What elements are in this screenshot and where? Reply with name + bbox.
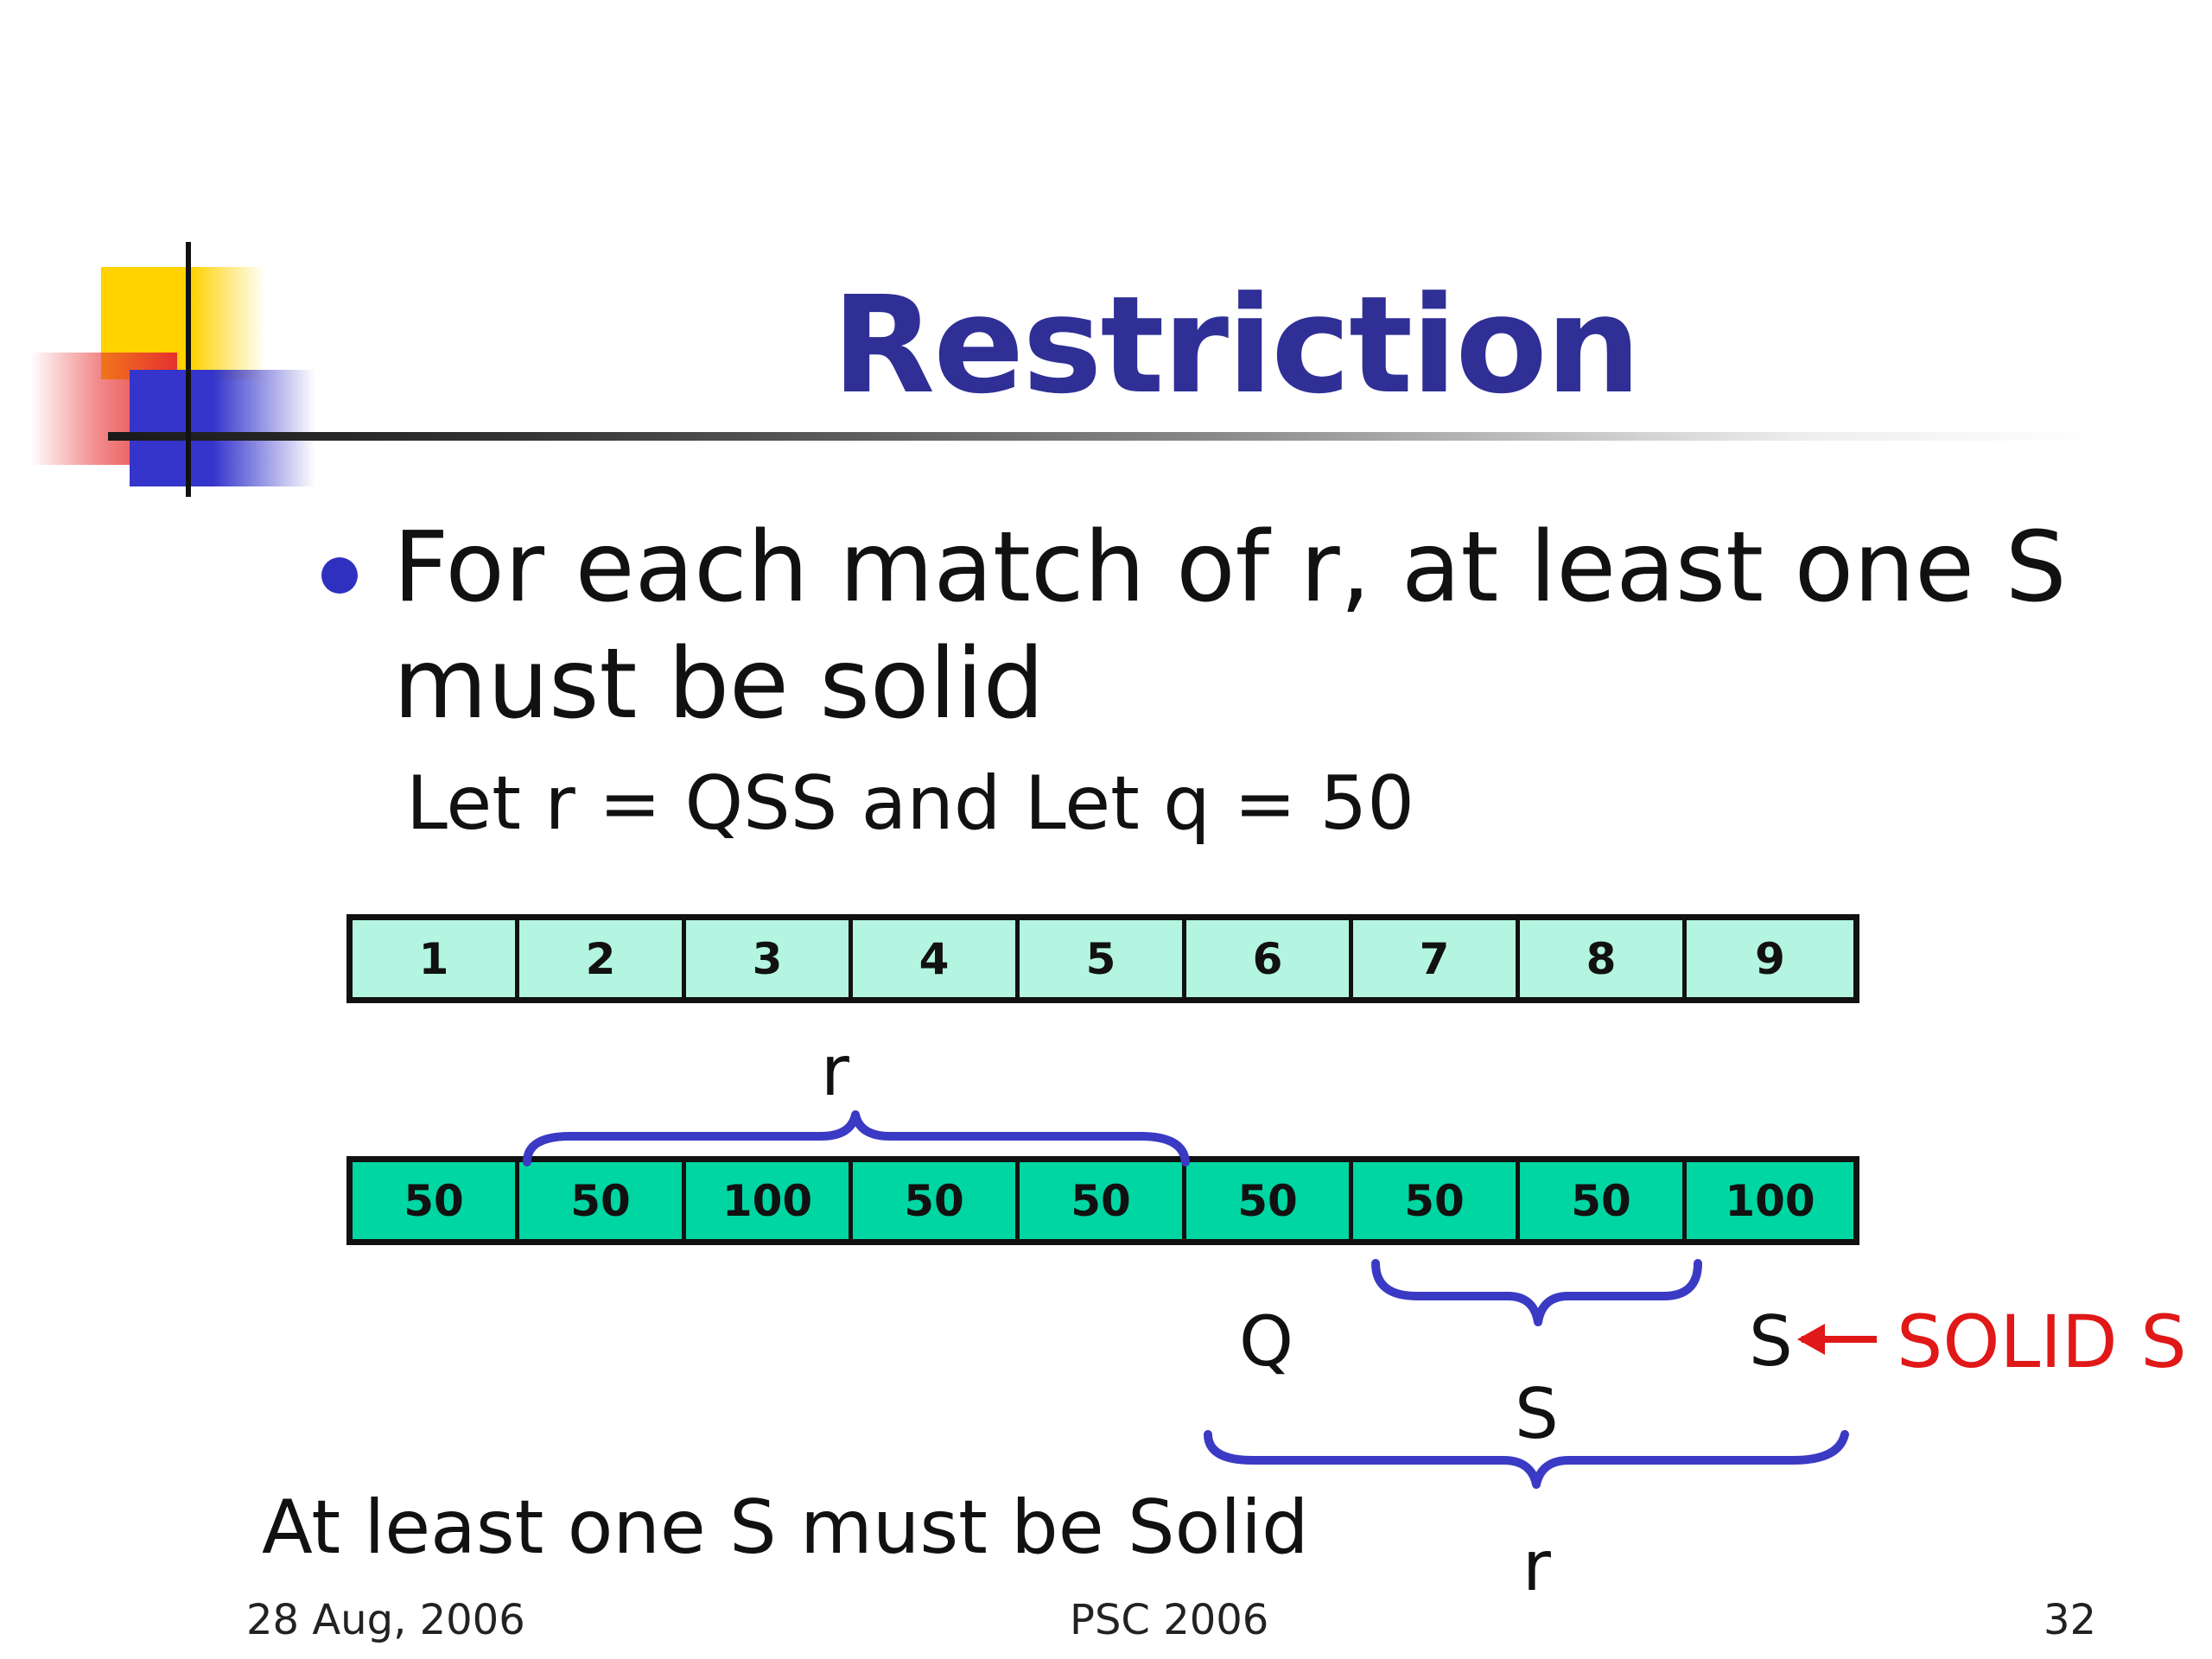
index-cell: 4 — [853, 920, 1020, 997]
brace-r-bottom — [1204, 1430, 1849, 1489]
bullet-text: For each match of r, at least one S must… — [393, 512, 2067, 741]
value-cell: 50 — [1020, 1162, 1186, 1239]
brace-r-top — [523, 1110, 1190, 1166]
slide-title: Restriction — [831, 267, 1641, 423]
label-s-middle: S — [1515, 1374, 1559, 1454]
value-cell: 50 — [1520, 1162, 1687, 1239]
bullet-icon — [321, 557, 358, 594]
value-cell: 50 — [1186, 1162, 1353, 1239]
index-cell: 5 — [1020, 920, 1186, 997]
label-s-right: S — [1749, 1301, 1793, 1382]
value-cell: 50 — [353, 1162, 519, 1239]
brace-s-small — [1371, 1259, 1702, 1326]
index-cell: 6 — [1186, 920, 1353, 997]
arrow-icon — [1797, 1324, 1877, 1355]
index-cell: 8 — [1520, 920, 1687, 997]
index-cell: 3 — [686, 920, 853, 997]
sub-text: Let r = QSS and Let q = 50 — [406, 760, 1414, 847]
label-r-top: r — [821, 1031, 849, 1111]
page-number: 32 — [2044, 1596, 2097, 1644]
logo-vertical-line — [186, 242, 191, 497]
label-r-bottom: r — [1522, 1526, 1551, 1606]
logo-blue-square — [130, 370, 315, 486]
index-cell: 2 — [519, 920, 686, 997]
title-rule — [108, 432, 2108, 441]
index-cell: 1 — [353, 920, 519, 997]
value-row: 50 50 100 50 50 50 50 50 100 — [346, 1156, 1859, 1245]
value-cell: 100 — [686, 1162, 853, 1239]
index-cell: 7 — [1353, 920, 1520, 997]
label-q: Q — [1239, 1301, 1294, 1382]
footer-date: 28 Aug, 2006 — [246, 1596, 525, 1644]
index-row: 1 2 3 4 5 6 7 8 9 — [346, 914, 1859, 1003]
index-cell: 9 — [1755, 933, 1785, 984]
value-cell: 50 — [853, 1162, 1020, 1239]
value-cell: 100 — [1725, 1175, 1815, 1226]
label-solid-s: SOLID S — [1897, 1300, 2187, 1384]
value-cell: 50 — [519, 1162, 686, 1239]
footer-center: PSC 2006 — [1070, 1596, 1269, 1644]
bottom-note: At least one S must be Solid — [262, 1484, 1309, 1571]
value-cell: 50 — [1353, 1162, 1520, 1239]
